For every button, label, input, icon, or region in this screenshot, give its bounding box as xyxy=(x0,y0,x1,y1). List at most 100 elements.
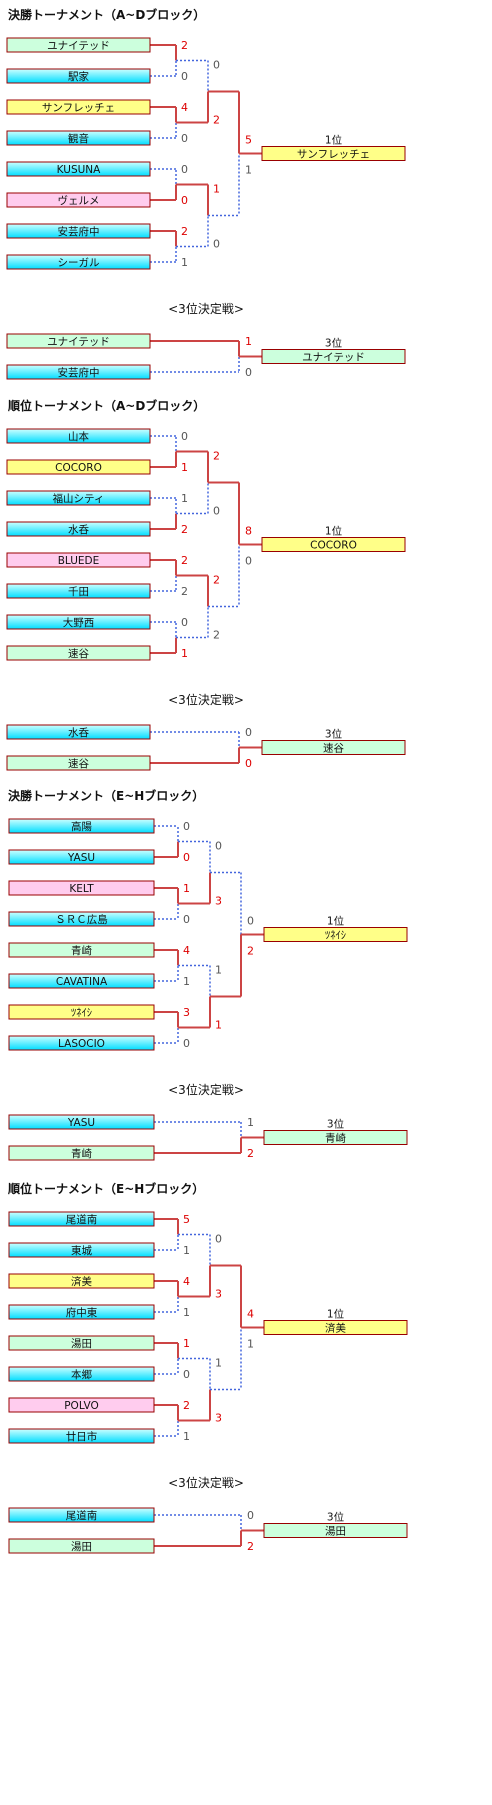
team-1-6-box xyxy=(6,614,151,630)
score-r2-3-1-top: 1 xyxy=(215,1357,222,1370)
score-r1-3-0-top: 5 xyxy=(183,1213,190,1226)
third-score-3-top: 0 xyxy=(247,1509,254,1522)
team-3-1-label: 東城 xyxy=(71,1244,92,1257)
score-r2-1-0-top: 2 xyxy=(213,450,220,463)
third-result-team-2-label: 青崎 xyxy=(325,1132,346,1145)
third-result-team-1-box xyxy=(261,740,406,755)
team-2-3-label: ＳＲＣ広島 xyxy=(55,913,108,926)
team-3-2-box xyxy=(8,1273,155,1289)
score-final-3-top: 4 xyxy=(247,1308,254,1321)
third-score-0-bot: 0 xyxy=(245,366,252,379)
section-title-0: 決勝トーナメント（A~Dブロック） xyxy=(8,7,205,22)
score-r1-1-2-top: 2 xyxy=(181,554,188,567)
team-1-1-label: COCORO xyxy=(55,462,102,474)
score-r1-0-2-top: 0 xyxy=(181,163,188,176)
score-final-1-bot: 0 xyxy=(245,555,252,568)
score-r2-1-1-top: 2 xyxy=(213,574,220,587)
score-r2-0-1-bot: 0 xyxy=(213,238,220,251)
team-0-3-label: 観音 xyxy=(68,132,89,145)
score-r1-2-3-top: 3 xyxy=(183,1006,190,1019)
score-r1-2-1-top: 1 xyxy=(183,882,190,895)
third-team-0-1-label: 安芸府中 xyxy=(58,366,100,379)
team-1-7-box xyxy=(6,645,151,661)
team-1-1-box xyxy=(6,459,151,475)
team-0-7-box xyxy=(6,254,151,270)
team-2-4-label: 青崎 xyxy=(71,944,92,957)
score-r2-2-1-top: 1 xyxy=(215,964,222,977)
third-team-1-1-box xyxy=(6,755,151,771)
third-result-team-2-box xyxy=(263,1130,408,1145)
team-2-2-box xyxy=(8,880,155,896)
result-rank-0: 1位 xyxy=(325,134,343,147)
third-result-team-1-label: 速谷 xyxy=(323,743,344,755)
team-3-7-label: 廿日市 xyxy=(66,1430,98,1443)
team-3-4-label: 湯田 xyxy=(71,1338,92,1350)
team-3-5-box xyxy=(8,1366,155,1382)
third-result-team-0-box xyxy=(261,349,406,364)
team-2-6-box xyxy=(8,1004,155,1020)
result-rank-2: 1位 xyxy=(327,915,345,928)
team-1-0-box xyxy=(6,428,151,444)
score-r2-2-0-bot: 3 xyxy=(215,895,222,908)
third-team-2-1-box xyxy=(8,1145,155,1161)
team-0-0-box xyxy=(6,37,151,53)
team-1-5-box xyxy=(6,583,151,599)
team-2-2-label: KELT xyxy=(69,883,94,895)
team-3-3-label: 府中東 xyxy=(66,1306,98,1319)
score-r1-0-0-bot: 0 xyxy=(181,70,188,83)
team-3-4-box xyxy=(8,1335,155,1351)
score-r1-1-1-bot: 2 xyxy=(181,523,188,536)
team-0-0-label: ユナイテッド xyxy=(47,40,110,52)
score-r1-2-1-bot: 0 xyxy=(183,913,190,926)
score-r1-1-0-top: 0 xyxy=(181,430,188,443)
result-rank-3: 1位 xyxy=(327,1308,345,1321)
result-rank-1: 1位 xyxy=(325,525,343,538)
third-score-1-top: 0 xyxy=(245,726,252,739)
score-final-1-top: 8 xyxy=(245,525,252,538)
score-r1-2-2-top: 4 xyxy=(183,944,190,957)
result-team-3-box xyxy=(263,1320,408,1335)
team-0-7-label: シーガル xyxy=(58,257,100,269)
team-0-4-label: KUSUNA xyxy=(57,164,101,176)
result-team-1-box xyxy=(261,537,406,552)
score-r1-1-0-bot: 1 xyxy=(181,461,188,474)
team-2-3-box xyxy=(8,911,155,927)
score-final-2-top: 0 xyxy=(247,915,254,928)
third-result-team-3-label: 湯田 xyxy=(325,1526,346,1538)
team-2-7-box xyxy=(8,1035,155,1051)
score-r2-3-0-top: 0 xyxy=(215,1233,222,1246)
team-1-4-box xyxy=(6,552,151,568)
team-2-5-label: CAVATINA xyxy=(56,976,108,988)
team-3-0-box xyxy=(8,1211,155,1227)
score-r1-1-3-bot: 1 xyxy=(181,647,188,660)
score-r1-1-3-top: 0 xyxy=(181,616,188,629)
third-team-2-0-box xyxy=(8,1114,155,1130)
team-1-7-label: 速谷 xyxy=(68,648,89,660)
score-r1-1-2-bot: 2 xyxy=(181,585,188,598)
result-team-3-label: 済美 xyxy=(325,1322,346,1335)
team-1-5-label: 千田 xyxy=(68,586,89,598)
third-result-team-0-label: ユナイテッド xyxy=(302,352,365,364)
third-score-0-top: 1 xyxy=(245,335,252,348)
section-title-2: 決勝トーナメント（E~Hブロック） xyxy=(8,788,204,803)
third-title-1: <3位決定戦> xyxy=(168,692,244,707)
score-r1-1-1-top: 1 xyxy=(181,492,188,505)
third-score-3-bot: 2 xyxy=(247,1540,254,1553)
score-r1-0-1-bot: 0 xyxy=(181,132,188,145)
team-1-3-box xyxy=(6,521,151,537)
third-result-rank-0: 3位 xyxy=(325,337,343,350)
score-r1-3-2-top: 1 xyxy=(183,1337,190,1350)
score-r1-3-3-top: 2 xyxy=(183,1399,190,1412)
third-title-2: <3位決定戦> xyxy=(168,1082,244,1097)
team-3-1-box xyxy=(8,1242,155,1258)
score-r1-0-3-top: 2 xyxy=(181,225,188,238)
team-0-2-box xyxy=(6,99,151,115)
team-1-2-label: 福山シティ xyxy=(53,492,105,505)
result-team-0-box xyxy=(261,146,406,161)
score-r2-2-0-top: 0 xyxy=(215,840,222,853)
team-0-1-label: 駅家 xyxy=(68,70,89,83)
team-2-1-box xyxy=(8,849,155,865)
team-3-6-box xyxy=(8,1397,155,1413)
score-final-2-bot: 2 xyxy=(247,945,254,958)
score-r2-0-0-top: 0 xyxy=(213,59,220,72)
